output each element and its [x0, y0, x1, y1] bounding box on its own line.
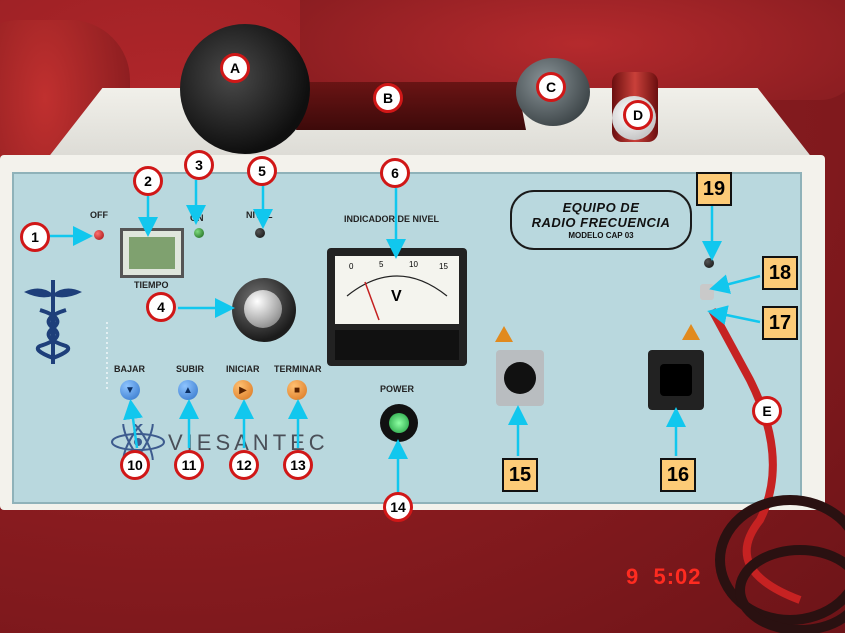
- bajar-label: BAJAR: [114, 364, 146, 374]
- off-led: [94, 230, 104, 240]
- callout-15: 15: [502, 458, 538, 492]
- title-line3: MODELO CAP 03: [568, 231, 634, 240]
- warning-triangle-15-icon: [495, 326, 513, 342]
- device-title-box: EQUIPO DE RADIO FRECUENCIA MODELO CAP 03: [510, 190, 692, 250]
- callout-1: 1: [20, 222, 50, 252]
- meter-unit: V: [391, 288, 402, 305]
- arrow-10: [123, 399, 143, 449]
- arrow-17: [707, 305, 761, 325]
- level-meter: 0 5 10 15 V: [327, 248, 467, 366]
- power-label: POWER: [380, 384, 415, 394]
- callout-5: 5: [247, 156, 277, 186]
- title-line1: EQUIPO DE: [562, 200, 640, 215]
- socket-16[interactable]: [648, 350, 704, 410]
- callout-13: 13: [283, 450, 313, 480]
- callout-11: 11: [174, 450, 204, 480]
- callout-16: 16: [660, 458, 696, 492]
- power-switch[interactable]: [380, 404, 418, 442]
- title-line2: RADIO FRECUENCIA: [531, 215, 671, 230]
- arrow-18: [709, 274, 761, 294]
- meter-scale-0: 0: [349, 262, 354, 271]
- callout-3: 3: [184, 150, 214, 180]
- callout-c: C: [536, 72, 566, 102]
- callout-18: 18: [762, 256, 798, 290]
- camera-timestamp: 9 5:02: [626, 564, 702, 589]
- led-19: [704, 258, 714, 268]
- subir-button[interactable]: ▲: [178, 380, 198, 400]
- indicador-label: INDICADOR DE NIVEL: [344, 214, 440, 224]
- meter-arc: [346, 275, 448, 321]
- electrode-tray: [296, 82, 526, 130]
- callout-a: A: [220, 53, 250, 83]
- iniciar-button[interactable]: ▶: [233, 380, 253, 400]
- electrode-a-disc: [180, 24, 310, 154]
- timer-display: [120, 228, 184, 278]
- iniciar-label: INICIAR: [226, 364, 260, 374]
- callout-17: 17: [762, 306, 798, 340]
- nivel-led: [255, 228, 265, 238]
- callout-d: D: [623, 100, 653, 130]
- callout-14: 14: [383, 492, 413, 522]
- level-knob[interactable]: [232, 278, 296, 342]
- callout-2: 2: [133, 166, 163, 196]
- terminar-label: TERMINAR: [274, 364, 322, 374]
- socket-15[interactable]: [496, 350, 544, 406]
- callout-4: 4: [146, 292, 176, 322]
- on-led: [194, 228, 204, 238]
- callout-e: E: [752, 396, 782, 426]
- meter-scale-15: 15: [439, 262, 448, 271]
- warning-triangle-16-icon: [682, 324, 700, 340]
- bajar-button[interactable]: ▼: [120, 380, 140, 400]
- subir-label: SUBIR: [176, 364, 205, 374]
- callout-6: 6: [380, 158, 410, 188]
- tiempo-label: TIEMPO: [134, 280, 169, 290]
- terminar-button[interactable]: ■: [287, 380, 307, 400]
- off-label: OFF: [90, 210, 108, 220]
- callout-10: 10: [120, 450, 150, 480]
- callout-b: B: [373, 83, 403, 113]
- caduceus-icon: [24, 280, 82, 364]
- callout-12: 12: [229, 450, 259, 480]
- meter-scale-10: 10: [409, 260, 418, 269]
- meter-scale-5: 5: [379, 260, 384, 269]
- callout-19: 19: [696, 172, 732, 206]
